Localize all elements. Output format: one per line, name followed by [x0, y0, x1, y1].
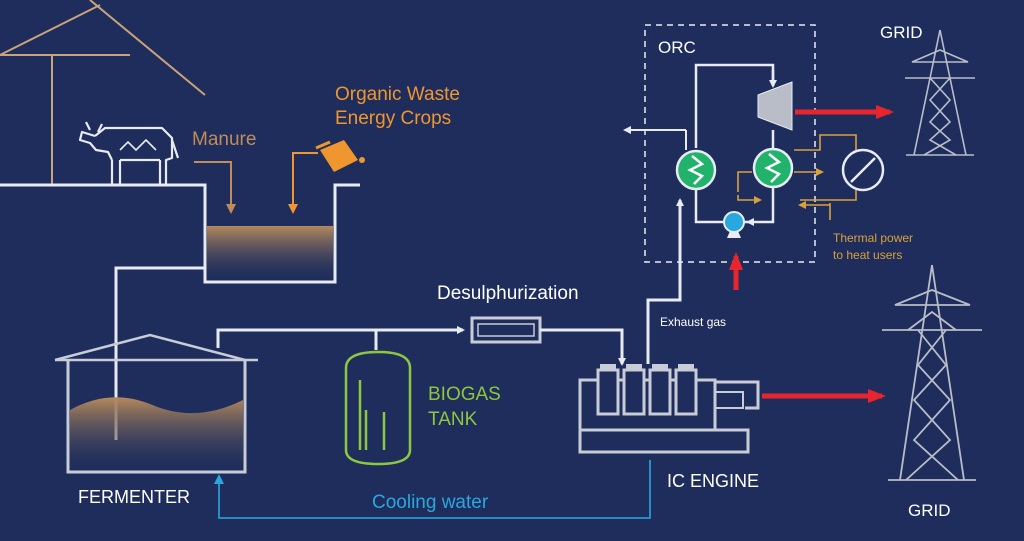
biogas-tank-label-line1: BIOGAS	[428, 384, 501, 405]
grid-top-label: GRID	[880, 23, 923, 42]
ic-engine	[578, 368, 760, 454]
barn-floor	[0, 183, 360, 284]
turbine-icon	[757, 81, 793, 131]
thermal-loop	[737, 134, 857, 220]
pylon-icon	[905, 29, 975, 156]
orc-label: ORC	[658, 38, 696, 57]
exhaust-pipe	[646, 198, 684, 364]
desulphurization-unit	[470, 316, 542, 344]
biogas-tank	[344, 350, 412, 466]
feed-pit-sludge	[207, 226, 333, 280]
biogas-tank-label-line2: TANK	[428, 409, 478, 430]
cooling-water-label: Cooling water	[372, 492, 489, 513]
thermal-arrow-3	[737, 195, 762, 204]
cow-icon	[78, 121, 180, 185]
barn	[0, 0, 206, 185]
feed-pipe	[114, 266, 205, 440]
thermal-power-label-line1: Thermal power	[833, 231, 913, 245]
fermenter-label: FERMENTER	[78, 487, 190, 507]
manure-arrow	[194, 161, 236, 214]
orc-boundary	[644, 24, 816, 263]
energy-crops-label: Energy Crops	[335, 108, 451, 129]
engine-cylinder-tops	[600, 364, 694, 370]
pylon-icon	[882, 264, 982, 481]
manure-label: Manure	[192, 129, 256, 150]
cooling-water-line	[214, 460, 651, 519]
organic-waste-label: Organic Waste	[335, 84, 460, 105]
heat-exchanger-icon	[752, 147, 794, 189]
desulphurization-label: Desulphurization	[437, 283, 579, 304]
ic-engine-label: IC ENGINE	[667, 471, 759, 491]
meter-icon	[841, 148, 885, 192]
thermal-power-label-line2: to heat users	[833, 248, 902, 262]
orc-loop	[694, 63, 775, 224]
exhaust-gas-label: Exhaust gas	[660, 315, 726, 329]
fermenter	[54, 333, 258, 474]
gas-pipe-to-engine	[540, 328, 626, 366]
biogas-pipe-2	[374, 326, 465, 350]
biogas-pipe-1	[216, 328, 378, 350]
desulphurization-inner	[477, 323, 535, 337]
pump-icon	[723, 211, 745, 238]
organic-arrow	[288, 152, 318, 214]
bucket-icon	[315, 140, 365, 172]
heat-exchanger-icon	[675, 149, 717, 191]
grid-bottom-label: GRID	[908, 501, 951, 520]
